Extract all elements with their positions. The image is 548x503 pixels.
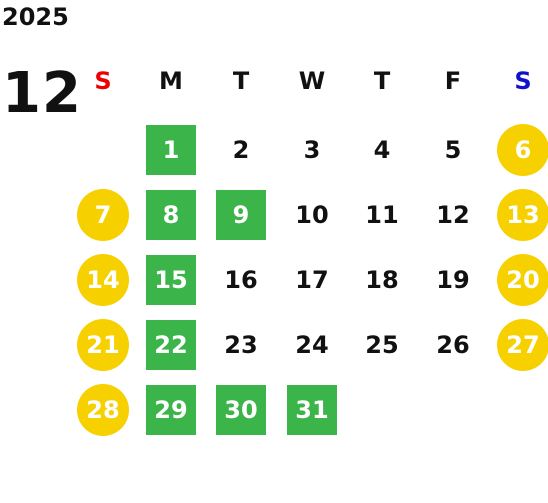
day-number: 8 (146, 190, 196, 240)
day-cell[interactable]: 17 (284, 254, 340, 306)
day-number: 27 (497, 319, 548, 371)
day-number: 22 (146, 320, 196, 370)
day-cell[interactable]: 4 (354, 124, 410, 176)
day-number: 28 (77, 384, 129, 436)
day-cell[interactable]: 21 (75, 319, 131, 371)
day-number: 30 (216, 385, 266, 435)
day-cell[interactable]: 22 (143, 319, 199, 371)
day-cell[interactable]: 27 (495, 319, 548, 371)
day-number: 16 (224, 266, 258, 294)
day-number: 6 (497, 124, 548, 176)
day-number: 7 (77, 189, 129, 241)
day-cell[interactable]: 29 (143, 384, 199, 436)
day-cell[interactable]: 30 (213, 384, 269, 436)
day-cell[interactable]: 26 (425, 319, 481, 371)
day-number: 31 (287, 385, 337, 435)
day-number: 1 (146, 125, 196, 175)
day-cell[interactable]: 6 (495, 124, 548, 176)
calendar-month: 12 (2, 61, 82, 126)
day-number: 13 (497, 189, 548, 241)
day-number: 19 (436, 266, 470, 294)
day-cell[interactable]: 5 (425, 124, 481, 176)
day-number: 4 (373, 136, 391, 164)
day-cell[interactable]: 16 (213, 254, 269, 306)
weekday-thursday: T (373, 67, 391, 95)
day-number: 10 (295, 201, 329, 229)
day-number: 11 (365, 201, 399, 229)
day-number: 9 (216, 190, 266, 240)
weekday-monday: M (159, 67, 183, 95)
weekday-friday: F (444, 67, 462, 95)
day-cell[interactable]: 3 (284, 124, 340, 176)
day-cell[interactable]: 23 (213, 319, 269, 371)
day-number: 5 (444, 136, 462, 164)
day-number: 20 (497, 254, 548, 306)
day-cell[interactable]: 18 (354, 254, 410, 306)
weekday-saturday: S (514, 67, 532, 95)
day-cell[interactable]: 24 (284, 319, 340, 371)
day-number: 26 (436, 331, 470, 359)
calendar-year: 2025 (2, 3, 69, 31)
day-number: 25 (365, 331, 399, 359)
day-cell[interactable]: 31 (284, 384, 340, 436)
day-number: 15 (146, 255, 196, 305)
day-cell[interactable]: 7 (75, 189, 131, 241)
day-cell[interactable]: 20 (495, 254, 548, 306)
day-cell[interactable]: 19 (425, 254, 481, 306)
day-number: 29 (146, 385, 196, 435)
day-number: 3 (303, 136, 321, 164)
day-cell[interactable]: 12 (425, 189, 481, 241)
day-number: 24 (295, 331, 329, 359)
day-cell[interactable]: 2 (213, 124, 269, 176)
day-cell[interactable]: 15 (143, 254, 199, 306)
day-cell[interactable]: 10 (284, 189, 340, 241)
day-cell[interactable]: 9 (213, 189, 269, 241)
day-number: 23 (224, 331, 258, 359)
day-cell[interactable]: 14 (75, 254, 131, 306)
weekday-tuesday: T (232, 67, 250, 95)
day-number: 18 (365, 266, 399, 294)
day-cell[interactable]: 11 (354, 189, 410, 241)
day-cell[interactable]: 13 (495, 189, 548, 241)
day-number: 17 (295, 266, 329, 294)
day-number: 12 (436, 201, 470, 229)
day-cell[interactable]: 1 (143, 124, 199, 176)
weekday-wednesday: W (298, 67, 326, 95)
day-number: 14 (77, 254, 129, 306)
day-cell[interactable]: 25 (354, 319, 410, 371)
weekday-sunday: S (94, 67, 112, 95)
day-cell[interactable]: 8 (143, 189, 199, 241)
day-number: 2 (232, 136, 250, 164)
day-number: 21 (77, 319, 129, 371)
day-cell[interactable]: 28 (75, 384, 131, 436)
